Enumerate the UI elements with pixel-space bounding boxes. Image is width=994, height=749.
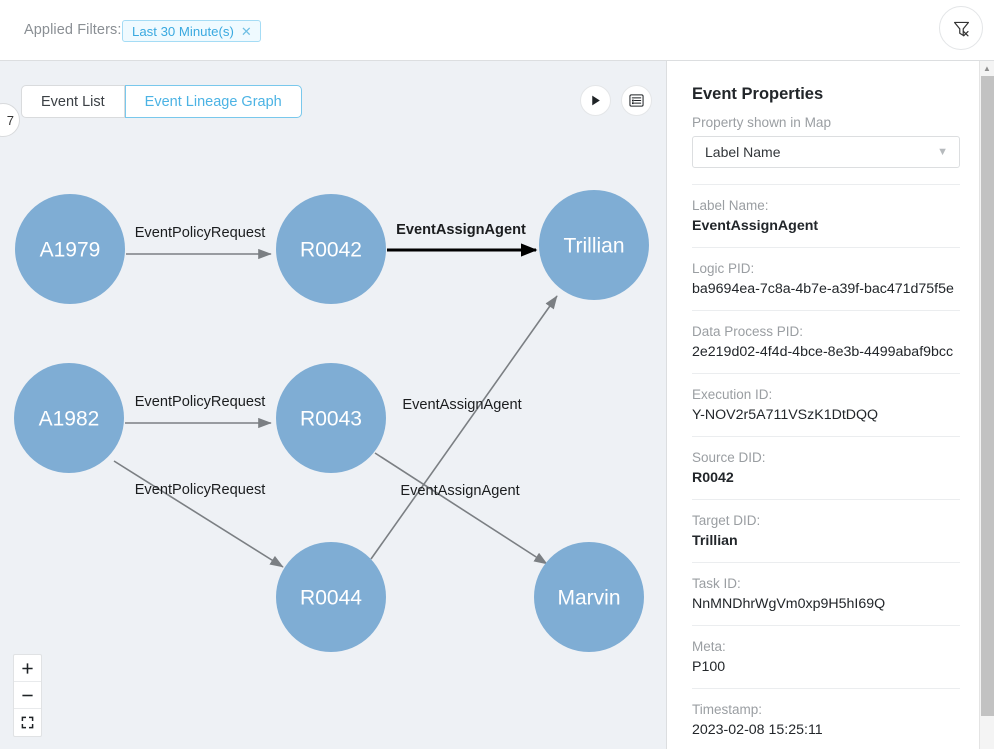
property-key: Task ID:	[692, 576, 741, 591]
clear-filters-button[interactable]	[939, 6, 983, 50]
graph-edge-label: EventPolicyRequest	[135, 225, 266, 241]
tab-event-list[interactable]: Event List	[21, 85, 125, 118]
property-key: Data Process PID:	[692, 324, 804, 339]
property-shown-in-map-label: Property shown in Map	[692, 115, 832, 130]
property-value: ba9694ea-7c8a-4b7e-a39f-bac471d75f5e	[692, 281, 954, 297]
scroll-up-arrow-icon[interactable]: ▲	[983, 64, 991, 73]
graph-node-circle[interactable]	[276, 194, 386, 304]
tab-event-lineage-graph[interactable]: Event Lineage Graph	[124, 85, 302, 118]
property-value: P100	[692, 659, 726, 675]
property-value: R0042	[692, 470, 734, 486]
panel-body: Property shown in Map Label Name ▼ Label…	[692, 115, 960, 749]
minus-icon	[22, 694, 33, 696]
property-row: Logic PID: ba9694ea-7c8a-4b7e-a39f-bac471…	[692, 248, 960, 311]
page-scrollbar[interactable]: ▲	[979, 61, 994, 749]
graph-edge-label: EventAssignAgent	[402, 397, 521, 413]
panel-title: Event Properties	[692, 85, 824, 103]
property-row: Source DID: R0042	[692, 437, 960, 500]
event-properties-panel: Event Properties Property shown in Map L…	[667, 61, 979, 749]
tab-event-lineage-graph-label: Event Lineage Graph	[144, 93, 282, 110]
graph-node[interactable]: Trillian	[539, 190, 649, 300]
plus-icon	[22, 662, 33, 674]
property-value: 2e219d02-4f4d-4bce-8e3b-4499abaf9bcc	[692, 344, 954, 360]
play-icon	[592, 95, 600, 106]
property-value: NnMNDhrWgVm0xp9H5hI69Q	[692, 596, 886, 612]
property-row: Target DID: Trillian	[692, 500, 960, 563]
graph-node[interactable]: R0042	[276, 194, 386, 304]
graph-edge-label: EventAssignAgent	[400, 483, 519, 499]
graph-node[interactable]: R0044	[276, 542, 386, 652]
property-row: Label Name: EventAssignAgent	[692, 184, 960, 248]
graph-node-label: R0044	[300, 587, 362, 610]
applied-filters-label: Applied Filters:	[24, 22, 122, 38]
property-value: 2023-02-08 15:25:11	[692, 722, 823, 738]
graph-edge-label: EventPolicyRequest	[135, 482, 266, 498]
graph-node[interactable]: A1979	[15, 194, 125, 304]
corner-fragment-text: 7	[6, 112, 14, 128]
graph-node-label: R0043	[300, 408, 362, 431]
property-value: EventAssignAgent	[692, 218, 819, 234]
graph-edge[interactable]	[113, 460, 284, 568]
graph-node-label: A1982	[39, 408, 100, 431]
graph-edge-label: EventAssignAgent	[396, 222, 526, 238]
property-key: Execution ID:	[692, 387, 773, 402]
property-key: Target DID:	[692, 513, 761, 528]
graph-edge-label: EventPolicyRequest	[135, 394, 266, 410]
property-value: Trillian	[692, 533, 738, 549]
graph-edges	[113, 243, 558, 568]
filter-chip-label: Last 30 Minute(s)	[132, 23, 234, 39]
property-row: Timestamp: 2023-02-08 15:25:11	[692, 689, 960, 749]
graph-node-label: Marvin	[557, 587, 620, 610]
expand-icon	[21, 716, 34, 729]
property-value: Y-NOV2r5A711VSzK1DtDQQ	[692, 407, 879, 423]
graph-node-circle[interactable]	[276, 542, 386, 652]
graph-node-circle[interactable]	[276, 363, 386, 473]
property-key: Label Name:	[692, 198, 769, 213]
property-row: Task ID: NnMNDhrWgVm0xp9H5hI69Q	[692, 563, 960, 626]
zoom-in-button[interactable]	[14, 655, 41, 682]
property-key: Logic PID:	[692, 261, 755, 276]
legend-list-icon	[629, 94, 644, 107]
filter-chip-last-30-minutes[interactable]: Last 30 Minute(s) ✕	[122, 20, 261, 42]
graph-node-circle[interactable]	[534, 542, 644, 652]
graph-node[interactable]: Marvin	[534, 542, 644, 652]
property-row: Execution ID: Y-NOV2r5A711VSzK1DtDQQ	[692, 374, 960, 437]
property-row: Meta: P100	[692, 626, 960, 689]
view-tabs: Event List Event Lineage Graph	[21, 85, 302, 118]
property-row: Data Process PID: 2e219d02-4f4d-4bce-8e3b…	[692, 311, 960, 374]
property-key: Timestamp:	[692, 702, 763, 717]
property-key: Source DID:	[692, 450, 766, 465]
filter-remove-icon	[953, 21, 969, 36]
graph-edge[interactable]	[370, 295, 558, 560]
graph-node-label: Trillian	[563, 235, 624, 258]
chevron-down-icon: ▼	[937, 146, 948, 158]
property-shown-in-map-select[interactable]: Label Name ▼	[692, 136, 960, 168]
graph-node-circle[interactable]	[15, 194, 125, 304]
graph-node[interactable]: R0043	[276, 363, 386, 473]
property-key: Meta:	[692, 639, 726, 654]
legend-button[interactable]	[621, 85, 652, 116]
fit-to-screen-button[interactable]	[14, 709, 41, 736]
graph-node-label: R0042	[300, 239, 362, 262]
zoom-out-button[interactable]	[14, 682, 41, 709]
graph-node-circle[interactable]	[14, 363, 124, 473]
zoom-controls	[13, 654, 42, 737]
graph-node[interactable]: A1982	[14, 363, 124, 473]
close-icon[interactable]: ✕	[240, 23, 252, 39]
scrollbar-thumb[interactable]	[981, 76, 994, 716]
applied-filters-bar: Applied Filters: Last 30 Minute(s) ✕	[0, 0, 994, 60]
tab-event-list-label: Event List	[41, 93, 105, 110]
graph-action-buttons	[580, 85, 652, 116]
graph-edge[interactable]	[374, 452, 548, 565]
graph-node-circle[interactable]	[539, 190, 649, 300]
graph-node-label: A1979	[40, 239, 101, 262]
play-button[interactable]	[580, 85, 611, 116]
property-shown-in-map-value: Label Name	[705, 144, 781, 160]
